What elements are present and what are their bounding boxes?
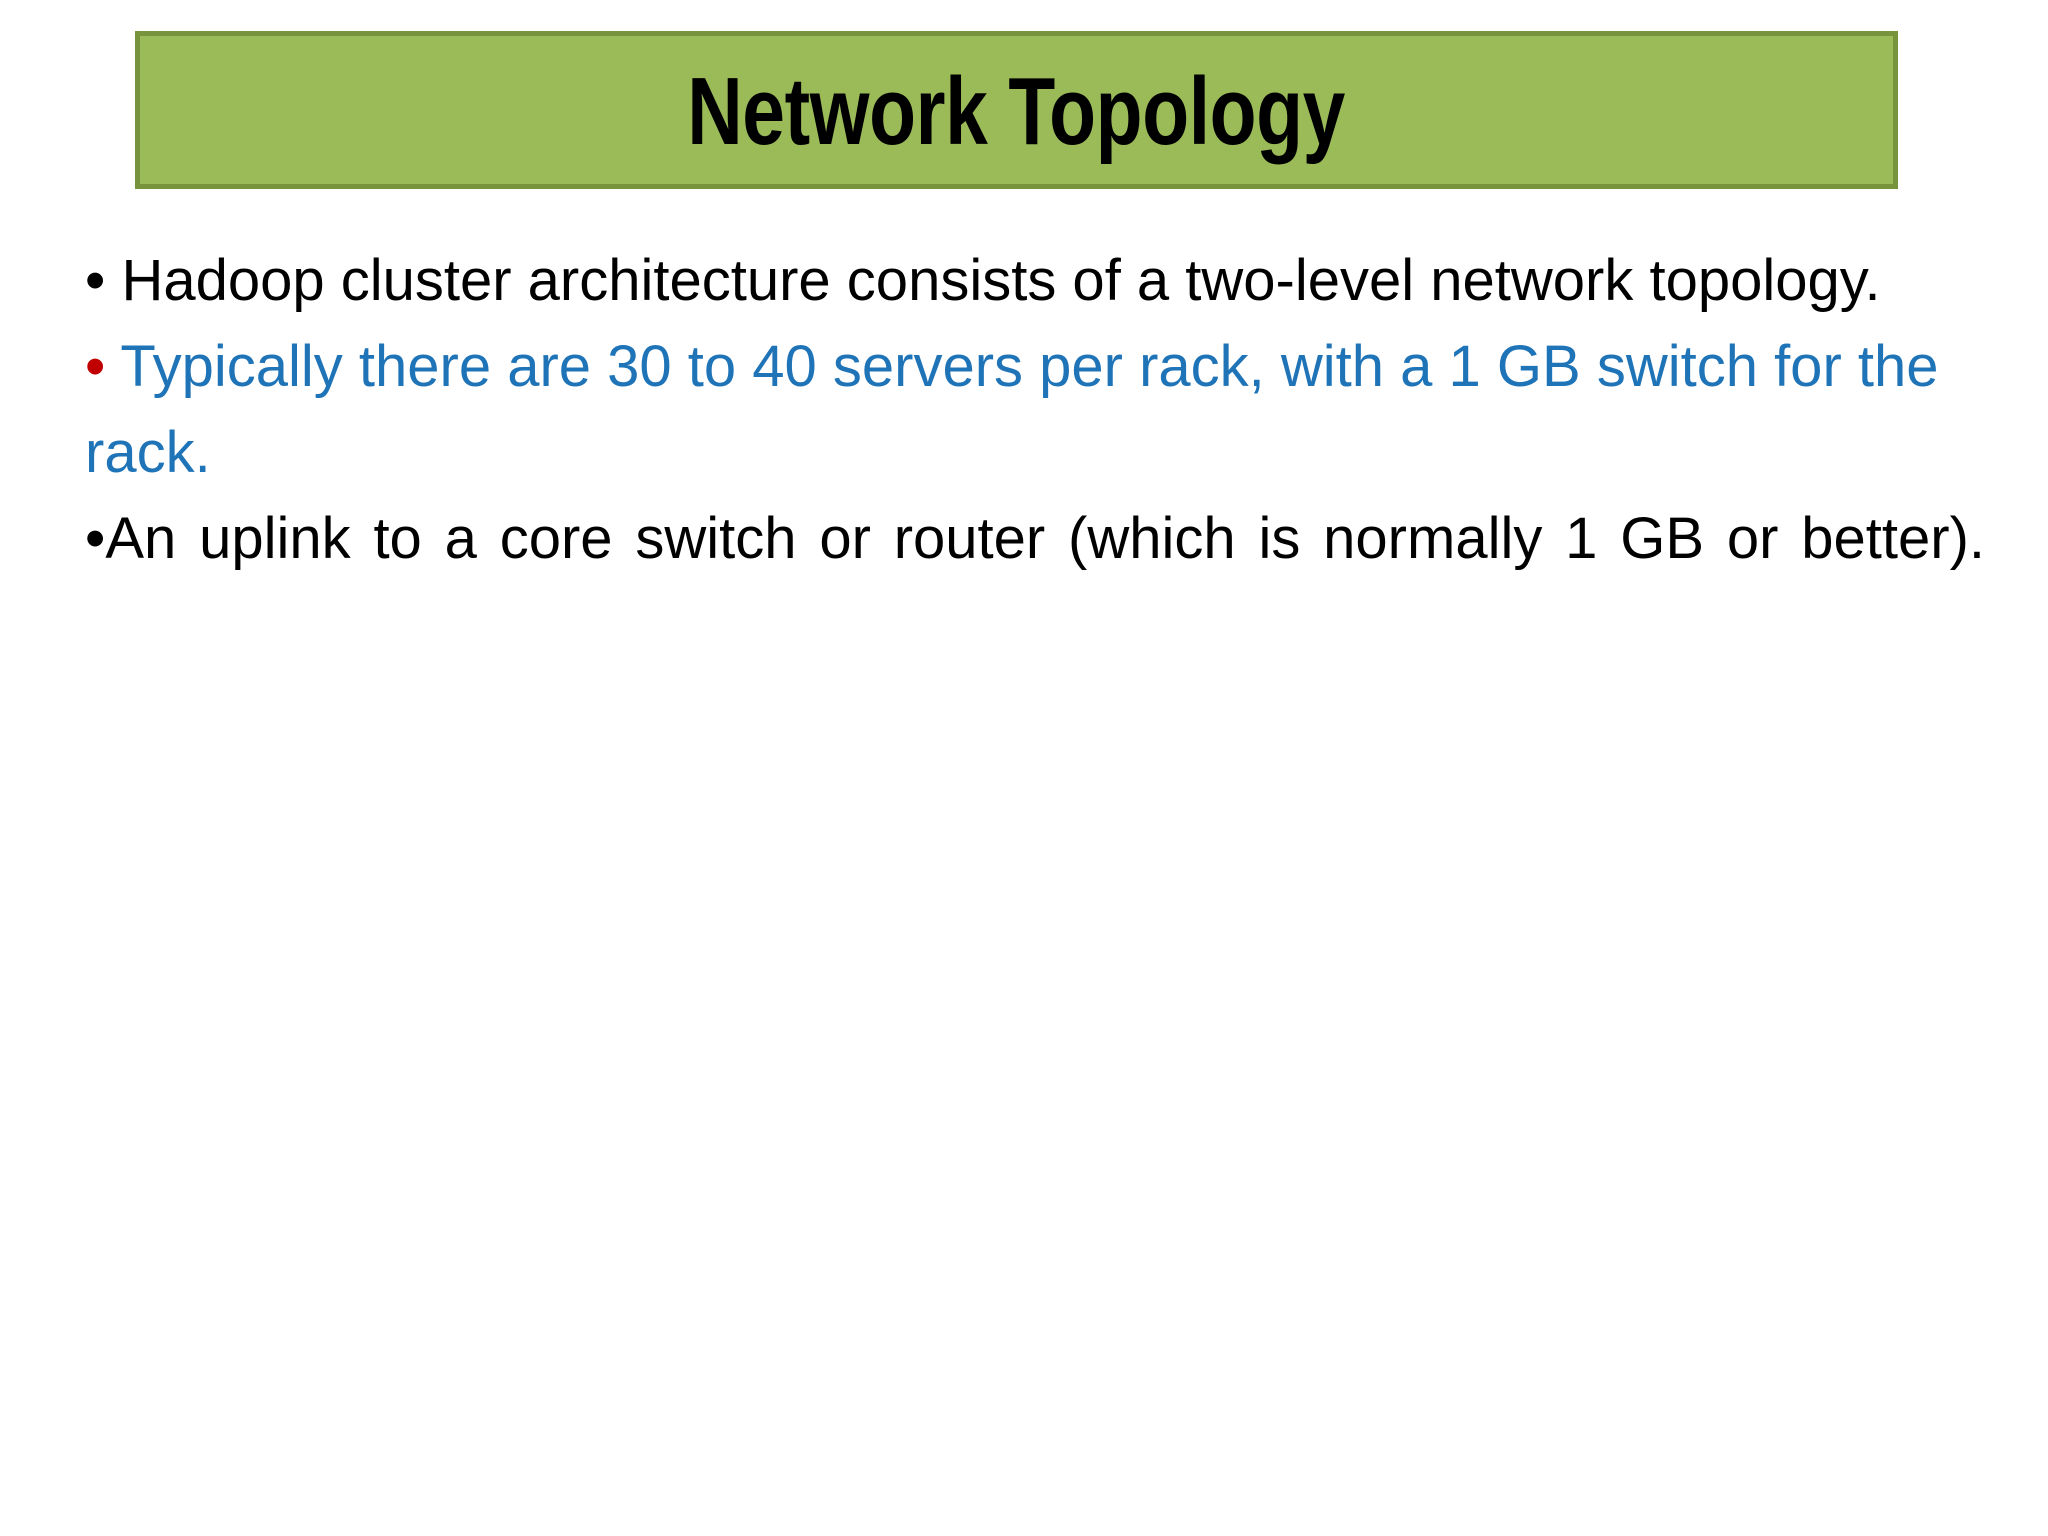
bullet-marker-icon: • <box>85 506 106 571</box>
bullet-item: • Hadoop cluster architecture consists o… <box>85 238 1985 324</box>
bullet-text: Typically there are 30 to 40 servers per… <box>85 334 1939 485</box>
bullet-text: Hadoop cluster architecture consists of … <box>121 248 1881 313</box>
title-banner: Network Topology <box>135 31 1898 189</box>
bullet-text: An uplink to a core switch or router (wh… <box>105 506 1985 571</box>
bullet-marker-icon: • <box>85 334 106 399</box>
page-title: Network Topology <box>687 58 1346 165</box>
bullet-marker-icon: • <box>85 248 106 313</box>
body-text-block: • Hadoop cluster architecture consists o… <box>85 238 1985 668</box>
bullet-item: •An uplink to a core switch or router (w… <box>85 496 1985 668</box>
bullet-item: • Typically there are 30 to 40 servers p… <box>85 324 1985 496</box>
